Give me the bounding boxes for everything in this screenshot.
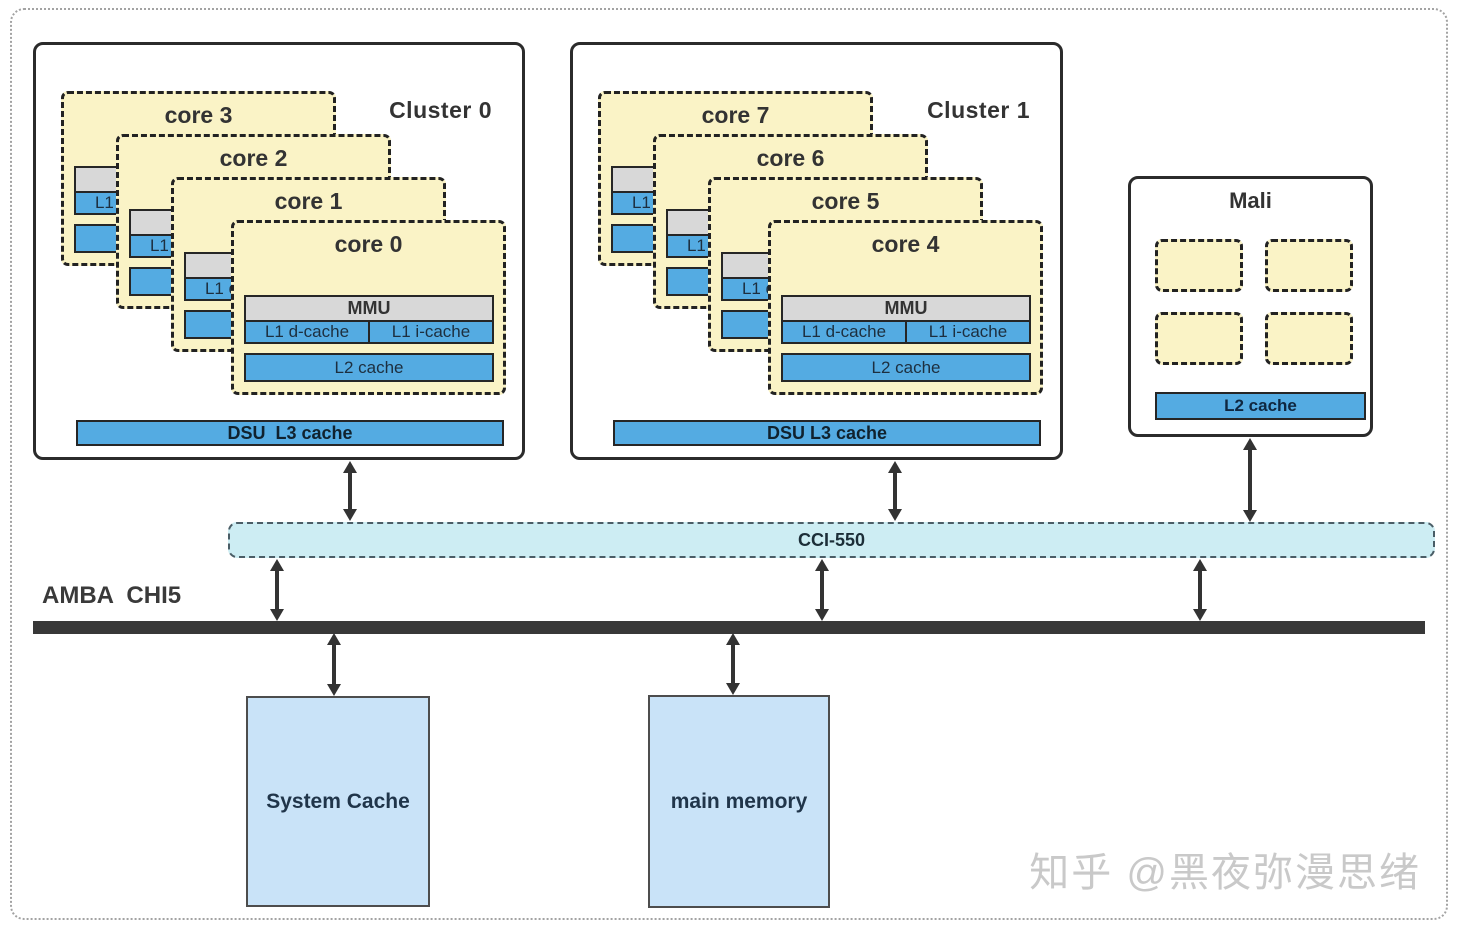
- outer-dotted-frame: [10, 8, 1448, 920]
- cci-550-interconnect-bar: CCI-550: [228, 522, 1435, 558]
- core-4-l2-bar: L2 cache: [781, 353, 1031, 382]
- core-4-l1-icache: L1 i-cache: [905, 322, 1029, 342]
- cluster-0-title: Cluster 0: [389, 97, 492, 123]
- mali-gpu-box: Mali L2 cache: [1128, 176, 1373, 437]
- core-0-l1-dcache: L1 d-cache: [264, 322, 350, 341]
- core-3-label: core 3: [164, 102, 233, 128]
- core-4-label: core 4: [871, 231, 940, 257]
- cluster-0-box: Cluster 0 core 3 MMU L1 d-cache L1 i-cac…: [33, 42, 525, 460]
- core-7-label: core 7: [701, 102, 770, 128]
- main-memory-label: main memory: [670, 789, 808, 813]
- main-memory-box: main memory: [648, 695, 830, 908]
- arrow-cci-bus-right: [1192, 559, 1208, 621]
- arrow-bus-system-cache: [326, 633, 342, 696]
- arrow-cluster0-cci: [342, 461, 358, 521]
- mali-shader-core-box: [1155, 239, 1243, 292]
- cluster-1-title: Cluster 1: [927, 97, 1030, 123]
- core-1-label: core 1: [274, 188, 343, 214]
- amba-chi5-bus-label: AMBA CHI5: [42, 582, 182, 609]
- core-0-mmu-bar: MMU: [244, 295, 494, 322]
- arrow-cluster1-cci: [887, 461, 903, 521]
- arrow-cci-bus-left: [269, 559, 285, 621]
- cluster-0-dsu-l3-cache-bar: DSU L3 cache: [76, 420, 504, 446]
- arrow-mali-cci: [1242, 438, 1258, 522]
- zhihu-watermark: 知乎 @黑夜弥漫思绪: [1029, 851, 1421, 895]
- cluster-1-dsu-l3-cache-bar: DSU L3 cache: [613, 420, 1041, 446]
- mali-shader-core-box: [1265, 312, 1353, 365]
- mali-gpu-title: Mali: [1229, 188, 1272, 213]
- core-5-label: core 5: [811, 188, 880, 214]
- core-4-mmu-bar: MMU: [781, 295, 1031, 322]
- cluster-1-box: Cluster 1 core 7 MMU L1 d-cache L1 i-cac…: [570, 42, 1063, 460]
- core-4-l1-dcache: L1 d-cache: [801, 322, 887, 341]
- mali-shader-core-box: [1265, 239, 1353, 292]
- core-4-l1-row: L1 d-cache L1 i-cache: [781, 320, 1031, 344]
- core-0-l1-row: L1 d-cache L1 i-cache: [244, 320, 494, 344]
- arrow-cci-bus-middle: [814, 559, 830, 621]
- amba-chi5-bus-line: [33, 621, 1425, 634]
- system-cache-label: System Cache: [266, 789, 410, 813]
- mali-l2-cache-bar: L2 cache: [1155, 392, 1366, 420]
- core-4-box: core 4 MMU L1 d-cache L1 i-cache L2 cach…: [768, 220, 1043, 395]
- core-0-box: core 0 MMU L1 d-cache L1 i-cache L2 cach…: [231, 220, 506, 395]
- mali-shader-core-box: [1155, 312, 1243, 365]
- arrow-bus-main-memory: [725, 633, 741, 695]
- system-cache-box: System Cache: [246, 696, 430, 907]
- core-0-label: core 0: [334, 231, 403, 257]
- core-0-l1-icache: L1 i-cache: [368, 322, 492, 342]
- core-6-label: core 6: [756, 145, 825, 171]
- core-2-label: core 2: [219, 145, 288, 171]
- core-0-l2-bar: L2 cache: [244, 353, 494, 382]
